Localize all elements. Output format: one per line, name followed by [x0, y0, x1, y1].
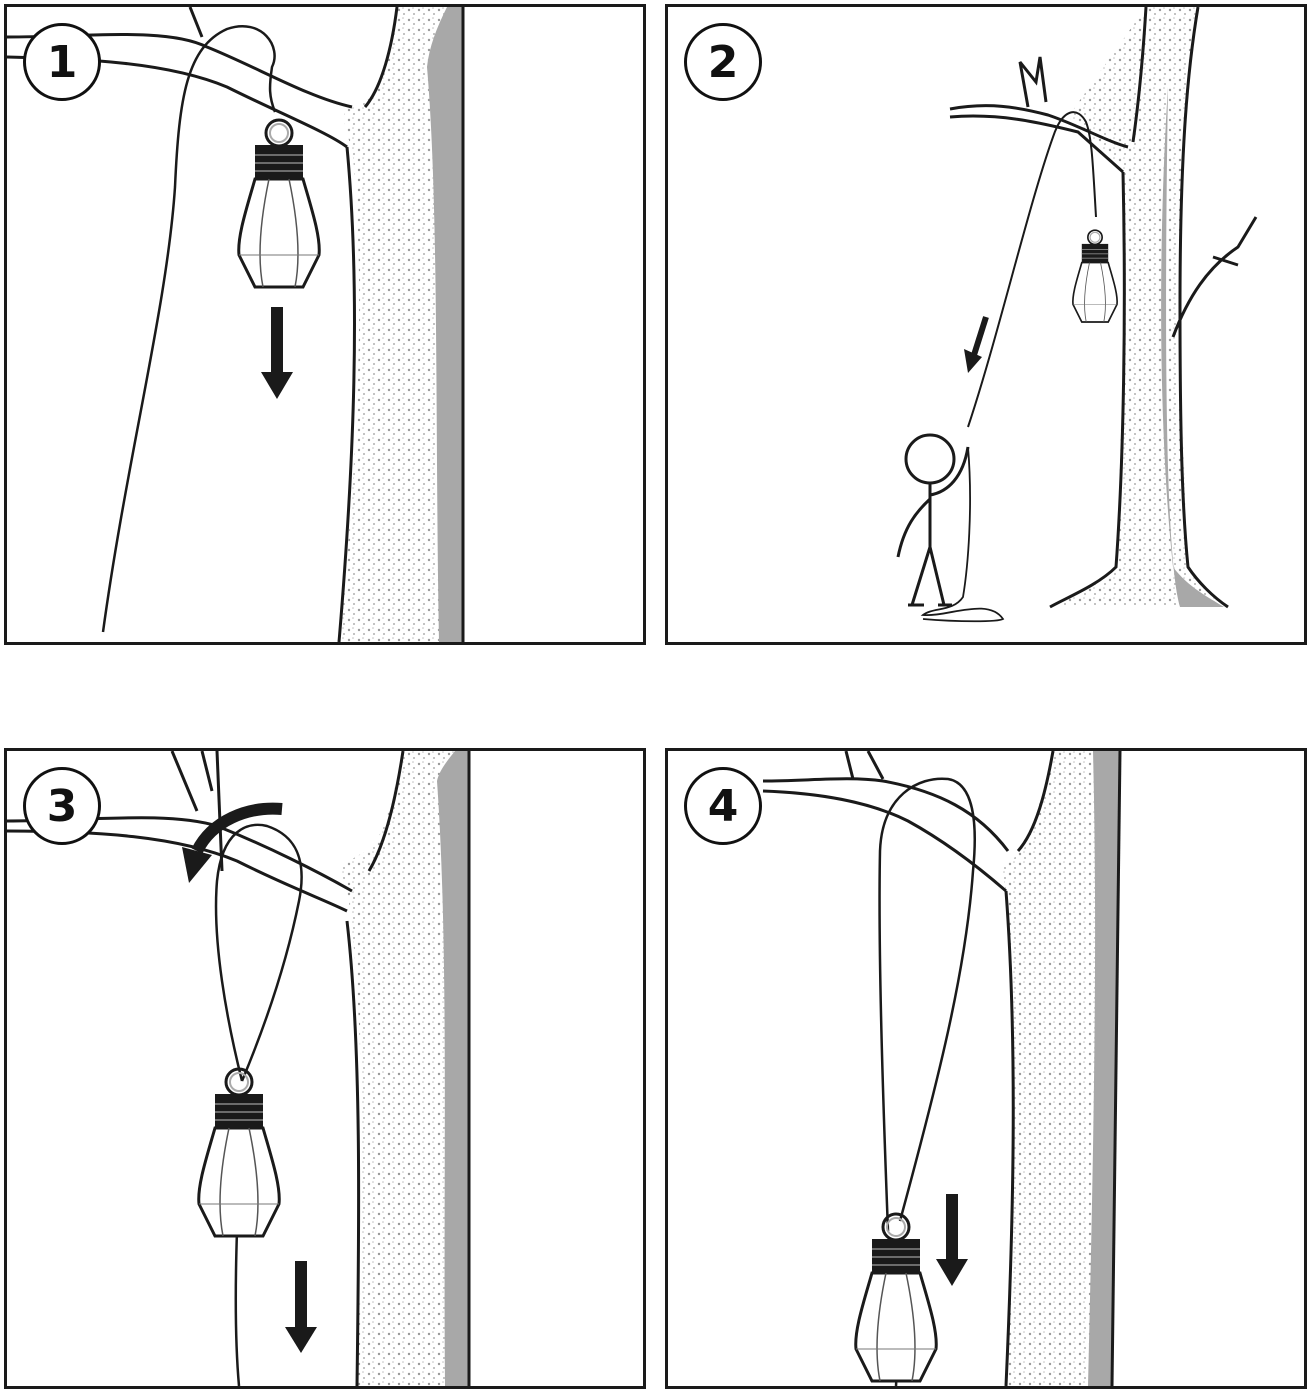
step-3-illustration: [7, 751, 471, 1386]
lantern-icon: [237, 118, 321, 289]
step-4-illustration: [762, 751, 1122, 1386]
step-panel-2: 2: [665, 4, 1307, 645]
step-2-illustration: [896, 7, 1258, 623]
rope-icon: [214, 823, 303, 1386]
step-number-badge: 3: [23, 767, 101, 845]
step-number-badge: 4: [684, 767, 762, 845]
step-number-badge: 2: [684, 23, 762, 101]
lantern-icon: [854, 1212, 938, 1383]
tree-icon: [762, 751, 1122, 1386]
step-1-illustration: [7, 7, 465, 642]
down-arrow-icon: [261, 307, 293, 399]
stick-figure-icon: [896, 433, 970, 607]
down-arrow-icon: [964, 316, 989, 373]
down-arrow-icon: [285, 1261, 317, 1353]
tree-icon: [7, 7, 465, 642]
curved-arrow-icon: [182, 802, 283, 883]
down-arrow-icon: [936, 1194, 968, 1286]
tree-icon: [7, 751, 471, 1386]
step-panel-1: 1: [4, 4, 646, 645]
step-panel-4: 4: [665, 748, 1307, 1389]
lantern-icon: [197, 1067, 281, 1238]
tree-icon: [949, 7, 1258, 609]
rope-icon: [101, 25, 277, 633]
rope-icon: [920, 111, 1097, 623]
lantern-icon: [1072, 229, 1118, 323]
step-panel-3: 3: [4, 748, 646, 1389]
step-number-badge: 1: [23, 23, 101, 101]
